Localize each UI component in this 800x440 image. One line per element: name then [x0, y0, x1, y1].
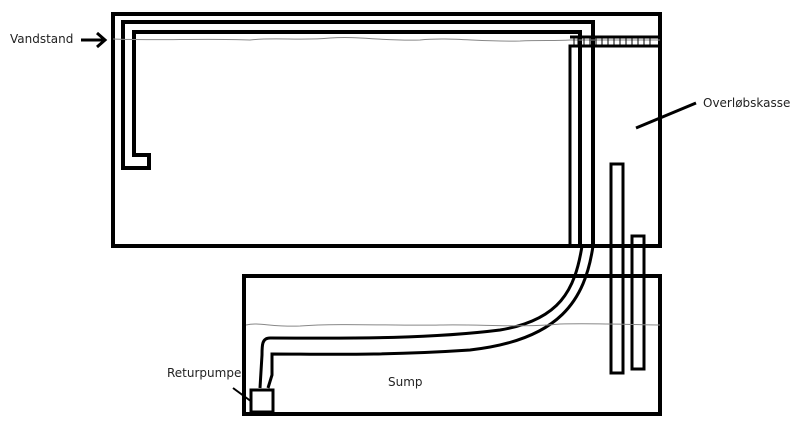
- overflow-tube-long: [609, 162, 625, 375]
- label-overflow-box: Overløbskasse: [703, 96, 791, 110]
- overflow-tube-short: [630, 234, 646, 371]
- water-level-sump: [245, 323, 661, 327]
- return-hose: [258, 245, 595, 389]
- vandstand-arrow: [81, 31, 108, 49]
- overflow-comb: [573, 38, 651, 45]
- pump-pointer: [232, 387, 253, 403]
- label-return-pump: Returpumpe: [167, 366, 242, 380]
- overflow-pointer: [635, 101, 697, 130]
- overflow-box: [568, 35, 660, 246]
- return-pipe: [121, 20, 595, 246]
- main-tank: [111, 12, 662, 248]
- sump-tank: [242, 274, 662, 416]
- water-level-main: [112, 37, 660, 42]
- label-sump: Sump: [388, 375, 423, 389]
- return-pump: [249, 388, 275, 414]
- label-vandstand: Vandstand: [10, 32, 74, 46]
